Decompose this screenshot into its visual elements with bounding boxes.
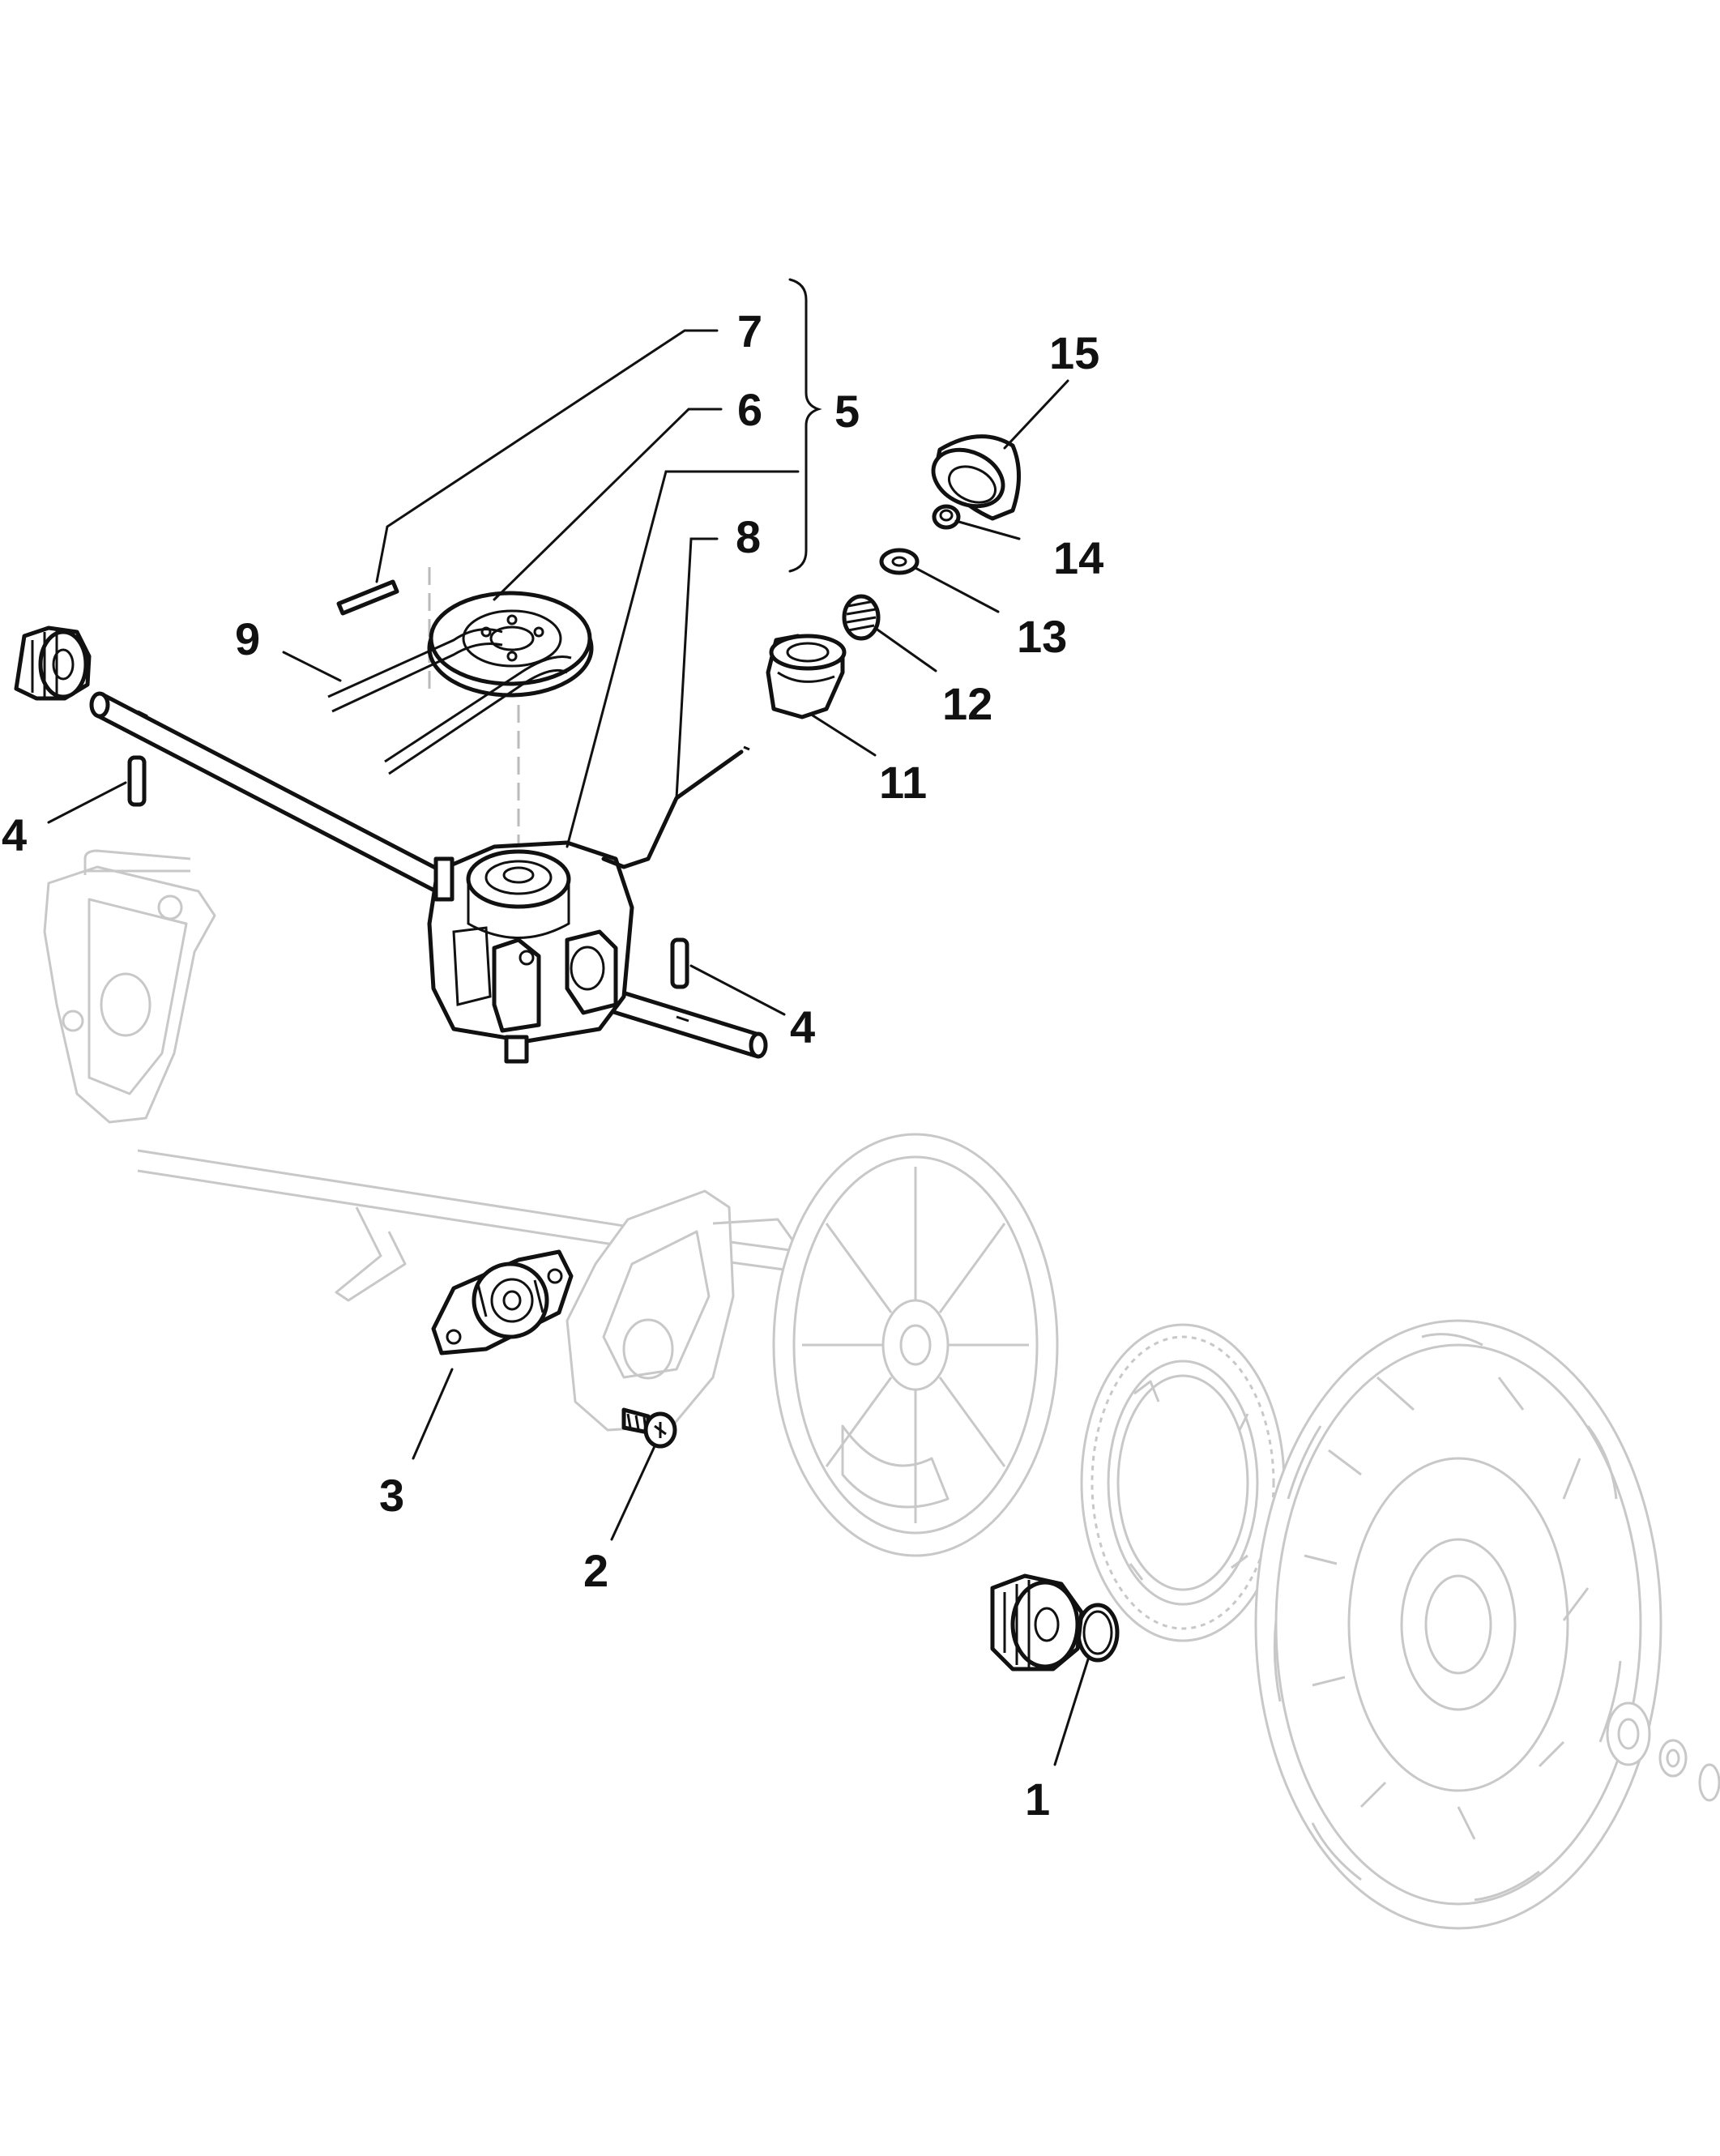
circlip — [1076, 1603, 1120, 1663]
callout-14: 14 — [1053, 532, 1103, 583]
gearbox — [427, 840, 634, 1064]
shift-rod — [601, 745, 750, 869]
callout-13: 13 — [1017, 611, 1067, 662]
hub-cover-ghost — [772, 1133, 1059, 1557]
callout-15: 15 — [1049, 327, 1099, 378]
callout-9: 9 — [235, 613, 260, 664]
callout-5: 5 — [834, 386, 860, 437]
screw — [621, 1407, 677, 1449]
pinion-gear — [990, 1573, 1084, 1671]
key-pin — [336, 579, 399, 616]
callout-8: 8 — [736, 511, 761, 562]
nut — [932, 504, 961, 530]
pin-right — [670, 937, 689, 989]
washer — [879, 548, 920, 575]
ring-gear-ghost — [1080, 1323, 1286, 1642]
drive-belt — [327, 628, 572, 775]
spring — [842, 594, 881, 641]
rear-wheel-ghost — [1254, 1319, 1662, 1930]
pin-left — [127, 755, 147, 807]
mounting-bracket — [431, 1249, 574, 1356]
callout-1: 1 — [1025, 1774, 1050, 1825]
callout-4-left: 4 — [2, 809, 27, 860]
callout-2: 2 — [583, 1545, 608, 1596]
bearings-ghost — [1606, 1701, 1720, 1802]
side-plate-ghost — [566, 1189, 800, 1432]
leader-lines — [47, 329, 1090, 1766]
coupling-gear — [14, 625, 92, 701]
callout-6: 6 — [737, 384, 762, 435]
callout-7: 7 — [737, 305, 762, 356]
callout-12: 12 — [942, 678, 992, 729]
callout-4-right: 4 — [790, 1001, 815, 1052]
knob-cap — [931, 434, 1021, 521]
group-brace — [788, 278, 822, 573]
callout-11: 11 — [879, 757, 927, 808]
callout-3: 3 — [379, 1470, 404, 1521]
bushing — [766, 634, 847, 719]
